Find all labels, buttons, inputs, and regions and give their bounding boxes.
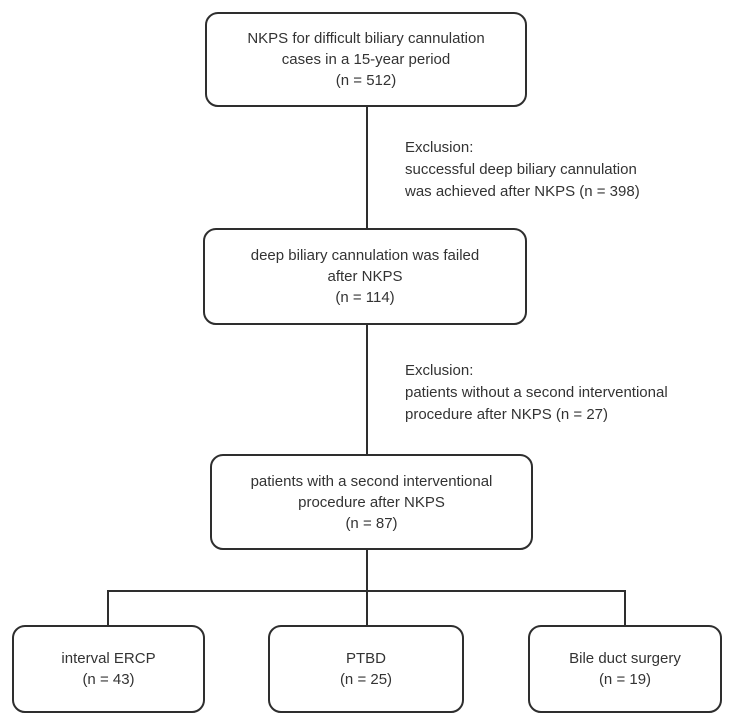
- box-text-line: interval ERCP: [61, 650, 156, 667]
- box-text-line: (n = 19): [598, 671, 652, 688]
- box-cannulation-failed: deep biliary cannulation was failed afte…: [203, 228, 527, 325]
- box-ptbd: PTBD (n = 25): [268, 625, 464, 713]
- note-text-line: was achieved after NKPS (n = 398): [405, 183, 640, 200]
- box-text-line: Bile duct surgery: [569, 650, 681, 667]
- connector-nkps-to-failed: [366, 107, 368, 228]
- box-text-line: cases in a 15-year period: [281, 51, 451, 68]
- exclusion-note-1: Exclusion: successful deep biliary cannu…: [405, 137, 640, 203]
- box-text-line: PTBD: [345, 650, 386, 667]
- box-text-line: (n = 512): [335, 72, 397, 89]
- box-text-line: deep biliary cannulation was failed: [250, 247, 480, 264]
- note-text-line: Exclusion:: [405, 362, 474, 379]
- note-text-line: patients without a second interventional: [405, 384, 668, 401]
- box-text-line: (n = 43): [82, 671, 135, 688]
- box-text-line: patients with a second interventional: [250, 472, 493, 490]
- box-text-line: (n = 25): [339, 671, 393, 688]
- box-nkps-cases: NKPS for difficult biliary cannulation c…: [205, 12, 527, 107]
- note-text-line: procedure after NKPS (n = 27): [405, 406, 609, 423]
- branch-drop-left: [107, 590, 109, 625]
- note-text-line: successful deep biliary cannulation: [405, 161, 637, 178]
- branch-horizontal-line: [107, 590, 626, 592]
- box-interval-ercp: interval ERCP (n = 43): [12, 625, 205, 713]
- box-text-line: NKPS for difficult biliary cannulation: [247, 30, 485, 47]
- connector-second-to-branch: [366, 550, 368, 625]
- connector-failed-to-second: [366, 325, 368, 454]
- branch-drop-right: [624, 590, 626, 625]
- note-text-line: Exclusion:: [405, 139, 474, 156]
- box-text-line: after NKPS: [327, 268, 403, 285]
- box-bile-duct-surgery: Bile duct surgery (n = 19): [528, 625, 722, 713]
- exclusion-note-2: Exclusion: patients without a second int…: [405, 360, 668, 426]
- box-second-procedure: patients with a second interventional pr…: [210, 454, 533, 550]
- box-text-line: (n = 114): [335, 289, 395, 306]
- box-text-line: (n = 87): [345, 514, 398, 532]
- box-text-line: procedure after NKPS: [298, 493, 445, 511]
